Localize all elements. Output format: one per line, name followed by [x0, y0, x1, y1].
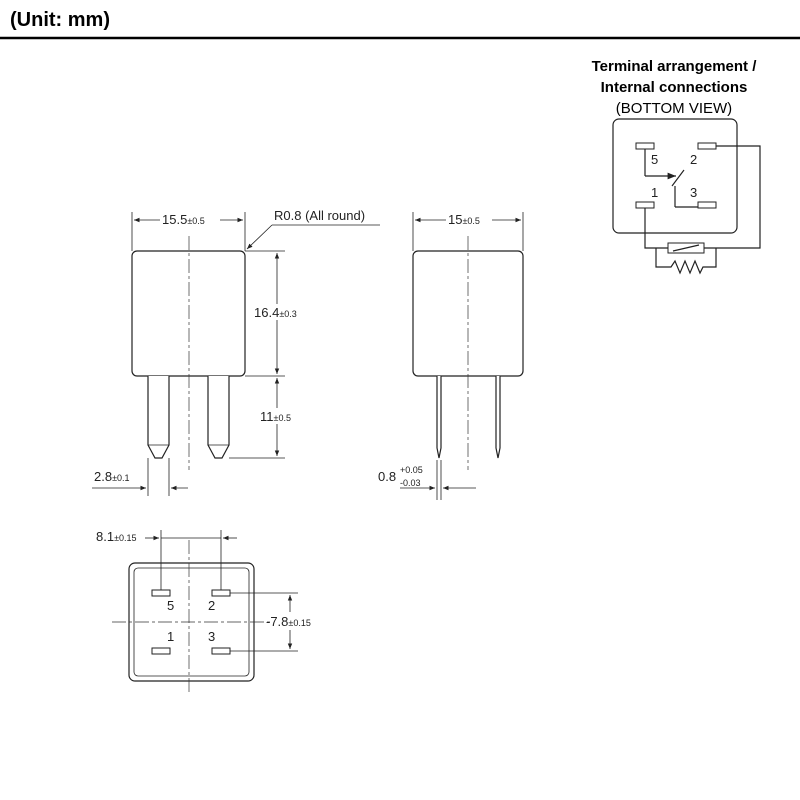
- side-width-dimension: 15.5±0.5: [162, 212, 205, 227]
- schematic-terminal-3: [697, 201, 717, 209]
- bottom-terminal-5: [151, 589, 171, 597]
- schematic-label-5: 5: [651, 152, 658, 167]
- bottom-label-5: 5: [167, 598, 174, 613]
- radius-note: R0.8 (All round): [274, 208, 365, 223]
- schematic-label-1: 1: [651, 185, 658, 200]
- schematic-resistor: [655, 248, 717, 275]
- terminal-schematic: Terminal arrangement / Internal connecti…: [592, 58, 761, 275]
- schematic-outline: [612, 118, 738, 234]
- unit-label: (Unit: mm): [10, 9, 110, 31]
- front-view-pin-right: [495, 376, 501, 459]
- bottom-terminal-1: [151, 647, 171, 655]
- schematic-switch-blade: [671, 169, 685, 187]
- schematic-label-3: 3: [690, 185, 697, 200]
- side-view-pin-right: [207, 376, 230, 459]
- side-view-body: [131, 250, 246, 377]
- side-view-pin-left: [147, 376, 170, 459]
- pin-thickness-tol-minus: -0.03: [400, 478, 421, 488]
- bottom-label-3: 3: [208, 629, 215, 644]
- pitch-x-dimension: 8.1±0.15: [96, 529, 137, 544]
- front-view-pin-left: [436, 376, 442, 459]
- header: (Unit: mm): [0, 9, 800, 40]
- side-view: 15.5±0.5 R0.8 (All round) 16.4±0.3 11±0.…: [92, 208, 380, 496]
- pitch-y-dimension: -7.8±0.15: [266, 614, 311, 629]
- schematic-label-2: 2: [690, 152, 697, 167]
- schematic-terminal-2: [697, 142, 717, 150]
- schematic-title-line2: Internal connections: [601, 79, 748, 96]
- body-height-dimension: 16.4±0.3: [254, 305, 297, 320]
- pin-length-dimension: 11±0.5: [260, 409, 291, 424]
- pin-width-dimension: 2.8±0.1: [94, 469, 130, 484]
- front-width-dimension: 15±0.5: [448, 212, 480, 227]
- schematic-title-line3: (BOTTOM VIEW): [616, 100, 732, 117]
- bottom-terminal-3: [211, 647, 231, 655]
- bottom-label-1: 1: [167, 629, 174, 644]
- bottom-view: 5 2 1 3 8.1±0.15 -7.8±0.15: [96, 529, 311, 695]
- bottom-terminal-2: [211, 589, 231, 597]
- bottom-view-inner: [133, 567, 250, 677]
- schematic-title-line1: Terminal arrangement /: [592, 58, 758, 75]
- schematic-terminal-5: [635, 142, 655, 150]
- front-view: 15±0.5 0.8 +0.05 -0.03: [378, 210, 524, 500]
- pin-thickness-tol-plus: +0.05: [400, 465, 423, 475]
- bottom-label-2: 2: [208, 598, 215, 613]
- schematic-terminal-1: [635, 201, 655, 209]
- pin-thickness-dimension: 0.8: [378, 469, 396, 484]
